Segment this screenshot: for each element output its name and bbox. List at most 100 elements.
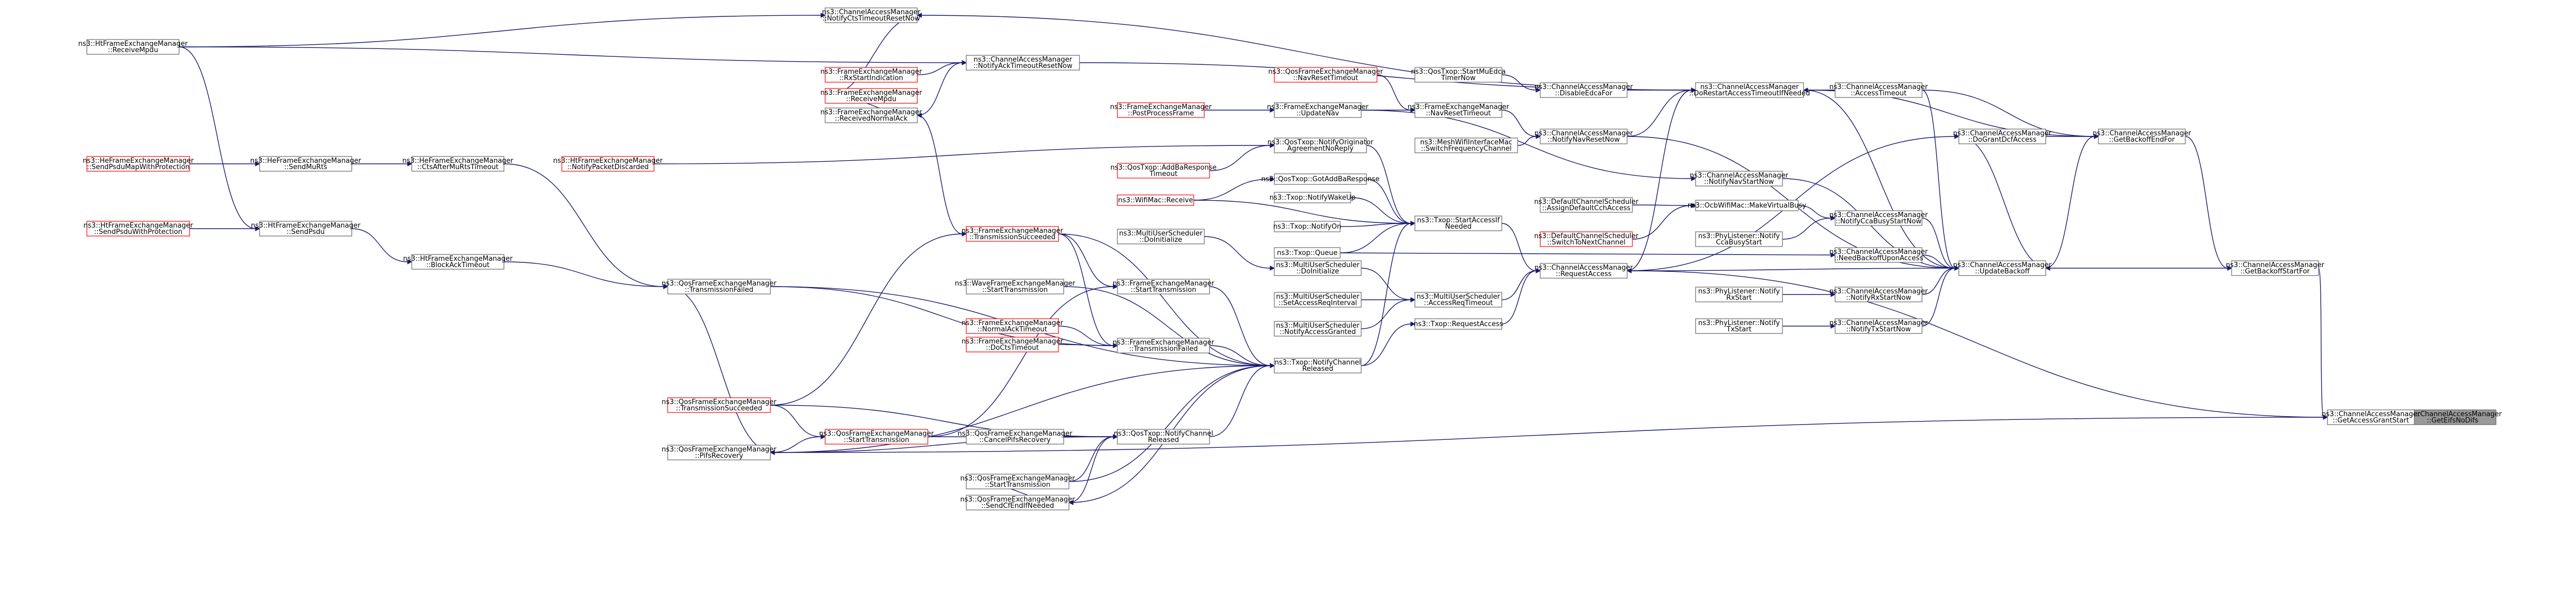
node-mu_doinit_upper[interactable]: ns3::MultiUserScheduler::DoInitialize xyxy=(1117,229,1205,244)
node-qfem_starttx_red[interactable]: ns3::QosFrameExchangeManager::StartTrans… xyxy=(819,429,934,445)
node-disableedca[interactable]: ns3::ChannelAccessManager::DisableEdcaFo… xyxy=(1534,82,1633,98)
node-qfem_txsucceeded[interactable]: ns3::QosFrameExchangeManager::Transmissi… xyxy=(661,397,777,413)
node-ccabusy[interactable]: ns3::ChannelAccessManager::NotifyCcaBusy… xyxy=(1829,210,1928,226)
node-fem_navresettimeout[interactable]: ns3::FrameExchangeManager::NavResetTimeo… xyxy=(1408,102,1510,118)
node-wifimac_receive[interactable]: ns3::WifiMac::Receive xyxy=(1117,194,1194,206)
node-dcs_assign[interactable]: ns3::DefaultChannelScheduler::AssignDefa… xyxy=(1534,197,1639,213)
node-mu_doinit_lower[interactable]: ns3::MultiUserScheduler::DoInitialize xyxy=(1274,260,1362,276)
node-mu_accessreq[interactable]: ns3::MultiUserScheduler::AccessReqTimeou… xyxy=(1414,292,1502,308)
node-txop_on[interactable]: ns3::Txop::NotifyOn xyxy=(1273,221,1341,232)
node-fem_rxstart[interactable]: ns3::FrameExchangeManager::RxStartIndica… xyxy=(820,67,923,83)
node-label-line: ns3::HtFrameExchangeManager xyxy=(553,157,663,165)
node-he_sendmuru[interactable]: ns3::HeFrameExchangeManager::SendMuRts xyxy=(250,156,362,172)
node-label-line: ::NotifyNavStartNow xyxy=(1704,178,1774,186)
node-qfem_sendcfend[interactable]: ns3::QosFrameExchangeManager::SendCfEndI… xyxy=(960,495,1075,510)
edge-he_sendpsdu-to-he_sendmuru xyxy=(190,161,261,166)
node-box xyxy=(667,397,771,413)
node-qos_notifyorig[interactable]: ns3::QosTxop::NotifyOriginatorAgreementN… xyxy=(1267,138,1374,153)
node-box xyxy=(1274,138,1367,153)
node-fem_updatenav[interactable]: ns3::FrameExchangeManager::UpdateNav xyxy=(1267,102,1369,118)
node-he_ctsafter[interactable]: ns3::HeFrameExchangeManager::CtsAfterMuR… xyxy=(402,156,514,172)
edge-phylistener_tx-to-txstart xyxy=(1782,323,1836,329)
node-label-line: ns3::MultiUserScheduler xyxy=(1276,261,1360,269)
node-he_sendpsdu[interactable]: ns3::HeFrameExchangeManager::SendPsduMap… xyxy=(83,156,194,172)
node-fem_txfailed[interactable]: ns3::FrameExchangeManager::TransmissionF… xyxy=(1113,338,1215,353)
node-box xyxy=(1695,200,1799,211)
node-ctsreset[interactable]: ns3::ChannelAccessManager::NotifyCtsTime… xyxy=(822,7,921,23)
node-dograntdcf[interactable]: ns3::ChannelAccessManager::DoGrantDcfAcc… xyxy=(1953,129,2052,144)
node-label-line: ns3::ChannelAccessManager xyxy=(2322,410,2421,418)
node-ocb_virtualbusy[interactable]: ns3::OcbWifiMac::MakeVirtualBusy xyxy=(1688,200,1807,211)
node-fem_txsucceeded[interactable]: ns3::FrameExchangeManager::TransmissionS… xyxy=(962,226,1064,242)
node-fem_postprocess[interactable]: ns3::FrameExchangeManager::PostProcessFr… xyxy=(1110,102,1212,118)
node-qfem_pifs[interactable]: ns3::QosFrameExchangeManager::PifsRecove… xyxy=(661,445,777,460)
node-ht_sendpsduprot[interactable]: ns3::HtFrameExchangeManager::SendPsduWit… xyxy=(84,221,194,237)
edge-mu_doinit_upper-to-mu_doinit_lower xyxy=(1204,236,1275,271)
node-label-line: TimerNow xyxy=(1441,74,1476,82)
node-txstart[interactable]: ns3::ChannelAccessManager::NotifyTxStart… xyxy=(1829,318,1928,334)
node-accesstimeout[interactable]: ns3::ChannelAccessManager::AccessTimeout xyxy=(1829,82,1928,98)
node-ht_sendpsdu[interactable]: ns3::HtFrameExchangeManager::SendPsdu xyxy=(251,221,361,237)
node-navreset[interactable]: ns3::ChannelAccessManager::NotifyNavRese… xyxy=(1534,129,1633,144)
node-label-line: ::DisableEdcaFor xyxy=(1555,90,1613,97)
node-needbackoff[interactable]: ns3::ChannelAccessManager::NeedBackoffUp… xyxy=(1829,247,1928,263)
node-txop_requestaccess[interactable]: ns3::Txop::RequestAccess xyxy=(1414,318,1503,330)
node-label-line: ::TransmissionSucceeded xyxy=(676,405,762,413)
node-ackreset[interactable]: ns3::ChannelAccessManager::NotifyAckTime… xyxy=(966,55,1080,71)
node-requestaccess[interactable]: ns3::ChannelAccessManager::RequestAccess xyxy=(1534,263,1633,279)
node-phylistener_cca[interactable]: ns3::PhyListener::NotifyCcaBusyStart xyxy=(1695,231,1783,247)
node-ht_receivempdu[interactable]: ns3::HtFrameExchangeManager::ReceiveMpdu xyxy=(78,39,189,55)
node-backoffendfor[interactable]: ns3::ChannelAccessManager::GetBackoffEnd… xyxy=(2093,129,2192,144)
node-box xyxy=(2098,129,2186,144)
node-box xyxy=(1117,194,1194,206)
edge-ht_receivempdu-to-ackreset xyxy=(179,46,967,65)
node-navstart[interactable]: ns3::ChannelAccessManager::NotifyNavStar… xyxy=(1690,171,1789,186)
node-ht_blockack[interactable]: ns3::HtFrameExchangeManager::BlockAckTim… xyxy=(403,254,513,270)
node-backoffstartfor[interactable]: ns3::ChannelAccessManager::GetBackoffSta… xyxy=(2226,260,2325,276)
node-qos_gotaddba[interactable]: ns3::QosTxop::GotAddBaResponse xyxy=(1261,173,1380,185)
node-label-line: ::CancelPifsRecovery xyxy=(979,436,1051,444)
edge-accesstimeout-to-updatebackoff xyxy=(1921,90,1960,271)
node-fem_received_ack[interactable]: ns3::FrameExchangeManager::ReceivedNorma… xyxy=(820,107,923,123)
node-rxstart[interactable]: ns3::ChannelAccessManager::NotifyRxStart… xyxy=(1829,287,1928,302)
node-txop_queue[interactable]: ns3::Txop::Queue xyxy=(1274,247,1341,259)
node-qfem_navresettimeout[interactable]: ns3::QosFrameExchangeManager::NavResetTi… xyxy=(1268,67,1383,83)
node-fem_ctstimeout[interactable]: ns3::FrameExchangeManager::DoCtsTimeout xyxy=(962,337,1064,352)
node-label-line: ::ReceiveMpdu xyxy=(846,95,897,103)
edge-dcs_assign-to-ocb_virtualbusy xyxy=(1632,203,1697,208)
node-txop_wakeup[interactable]: ns3::Txop::NotifyWakeUp xyxy=(1270,192,1356,203)
node-fem_starttx[interactable]: ns3::FrameExchangeManager::StartTransmis… xyxy=(1113,279,1215,294)
node-qfem_txfailed[interactable]: ns3::QosFrameExchangeManager::Transmissi… xyxy=(661,279,777,294)
node-label-line: ns3::MultiUserScheduler xyxy=(1119,230,1203,238)
node-wave_starttx[interactable]: ns3::WaveFrameExchangeManager::StartTran… xyxy=(955,279,1076,294)
edge-ht_sendpsdu-to-ht_blockack xyxy=(351,228,413,264)
node-ht_notifydiscarded[interactable]: ns3::HtFrameExchangeManager::NotifyPacke… xyxy=(553,156,663,172)
node-qfem_starttx_black[interactable]: ns3::QosFrameExchangeManager::StartTrans… xyxy=(960,474,1075,489)
node-box xyxy=(1540,129,1628,144)
node-label-line: ns3::QosFrameExchangeManager xyxy=(957,430,1073,438)
node-dorestart[interactable]: ns3::ChannelAccessManager::DoRestartAcce… xyxy=(1689,82,1810,98)
edge-txop_notifyreleased-to-txop_startaccess xyxy=(1361,221,1416,366)
node-updatebackoff[interactable]: ns3::ChannelAccessManager::UpdateBackoff xyxy=(1953,260,2052,276)
node-box xyxy=(1274,67,1378,83)
node-label-line: ns3::ChannelAccessManager xyxy=(1534,264,1633,272)
node-phylistener_tx[interactable]: ns3::PhyListener::NotifyTxStart xyxy=(1695,318,1783,334)
node-dcs_switch[interactable]: ns3::DefaultChannelScheduler::SwitchToNe… xyxy=(1534,231,1639,247)
node-fem_receivempdu[interactable]: ns3::FrameExchangeManager::ReceiveMpdu xyxy=(820,88,923,104)
node-label-line: ns3::OcbWifiMac::MakeVirtualBusy xyxy=(1688,202,1807,210)
node-mu_setinterval[interactable]: ns3::MultiUserScheduler::SetAccessReqInt… xyxy=(1274,292,1362,308)
node-phylistener_rx[interactable]: ns3::PhyListener::NotifyRxStart xyxy=(1695,287,1783,302)
node-mesh_switch[interactable]: ns3::MeshWifiInterfaceMac::SwitchFrequen… xyxy=(1414,138,1518,153)
node-mu_granted[interactable]: ns3::MultiUserScheduler::NotifyAccessGra… xyxy=(1274,321,1362,337)
node-qfem_cancelpifs[interactable]: ns3::QosFrameExchangeManager::CancelPifs… xyxy=(957,429,1073,445)
node-root[interactable]: ns3::ChannelAccessManager::GetEifsNoDifs xyxy=(2403,409,2502,425)
node-grantstart[interactable]: ns3::ChannelAccessManager::GetAccessGran… xyxy=(2322,409,2421,425)
node-fem_normalack[interactable]: ns3::FrameExchangeManager::NormalAckTime… xyxy=(962,318,1064,334)
node-label-line: ::PostProcessFrame xyxy=(1128,110,1194,117)
